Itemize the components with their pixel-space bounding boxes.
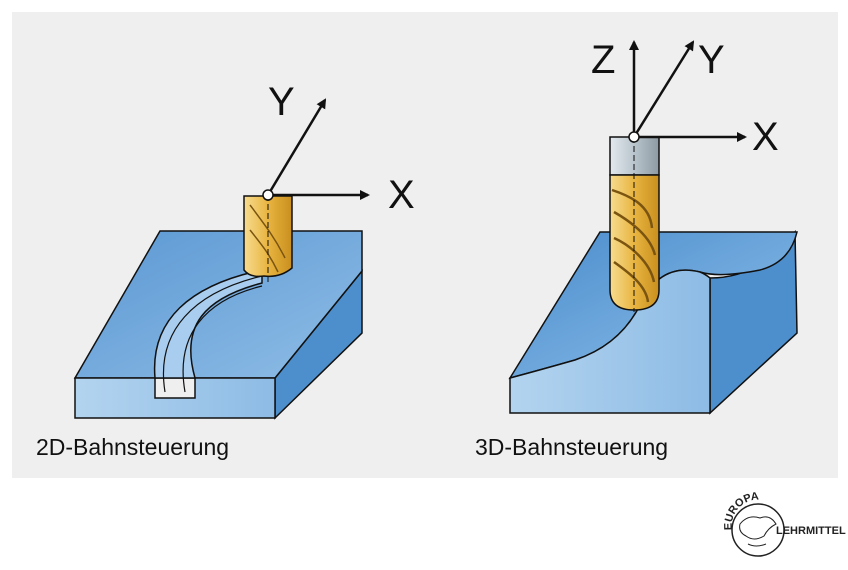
workpiece-3d [508,229,798,415]
origin-point [628,131,640,143]
logo-right-text: LEHRMITTEL [776,525,846,537]
y-axis-label: Y [268,80,295,124]
z-axis-label: Z [591,38,615,82]
workpiece-2d [73,230,363,420]
caption-2d: 2D-Bahnsteuerung [36,434,230,460]
x-axis-label: X [388,173,415,217]
x-axis-label: X [752,115,779,159]
caption-3d: 3D-Bahnsteuerung [475,434,669,460]
axes-3d: Z Y X [591,38,779,159]
tool-2d [243,195,293,282]
workpiece-2d-front [74,377,276,419]
axes-2d: X Y [262,80,415,217]
tool-3d [609,136,660,312]
y-axis-label: Y [698,38,725,82]
origin-point [262,189,274,201]
globe-icon [731,503,785,557]
europa-lehrmittel-logo: EUROPA LEHRMITTEL [723,490,846,557]
